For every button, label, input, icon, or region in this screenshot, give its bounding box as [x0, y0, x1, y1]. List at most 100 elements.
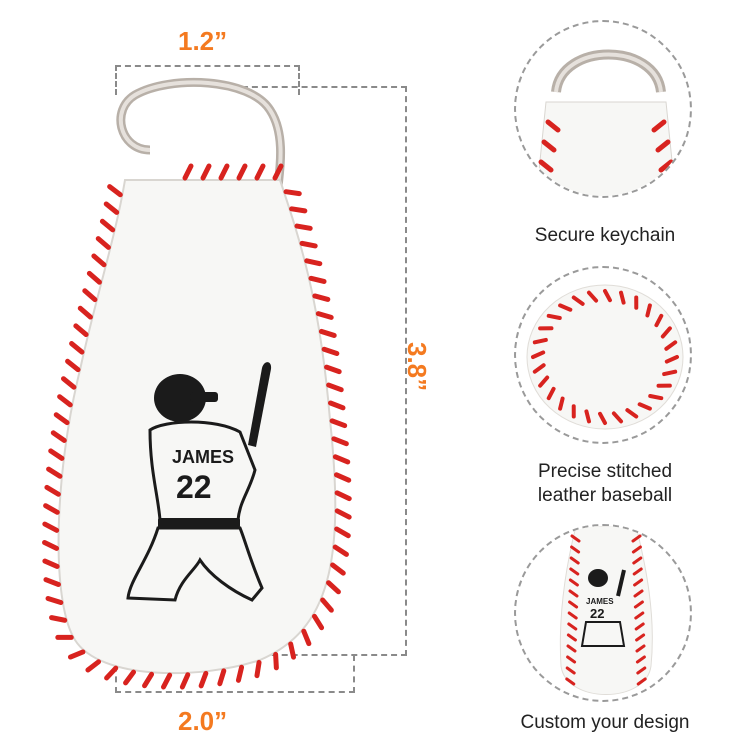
stitch [182, 163, 194, 181]
keychain-ring-closeup [514, 20, 692, 198]
stitch [538, 375, 550, 388]
stitch [330, 562, 346, 576]
stitch [326, 580, 341, 595]
stitch [565, 666, 576, 675]
stitch [95, 236, 111, 250]
stitch [558, 303, 573, 312]
stitch [571, 295, 585, 306]
stitch [567, 622, 578, 631]
stitch [568, 578, 579, 587]
feature-caption-custom: Custom your design [520, 712, 690, 733]
stitch [299, 240, 318, 249]
stitch [42, 558, 60, 569]
stitch [532, 363, 546, 374]
width-dimension-label: 1.2” [178, 26, 228, 56]
stitch [635, 633, 646, 642]
stitch [45, 595, 64, 605]
bottom-width-dimension-label: 2.0” [178, 706, 228, 736]
stitch [49, 615, 68, 623]
stitch [645, 303, 652, 318]
stitch [332, 454, 351, 465]
stitch [236, 163, 248, 181]
stitch [567, 611, 578, 620]
stitch [532, 337, 548, 345]
stitch [334, 490, 352, 502]
stitch [333, 472, 352, 483]
stitch [568, 589, 579, 598]
stitch [546, 313, 562, 321]
stitch [586, 290, 599, 303]
stitch [308, 275, 327, 284]
stitch [73, 323, 89, 338]
stitch [326, 382, 344, 393]
stitch [332, 544, 349, 557]
stitch [85, 659, 102, 673]
stitch [283, 189, 302, 197]
stitch [324, 364, 342, 375]
stitch [82, 288, 98, 303]
stitch [294, 223, 313, 231]
stitch [67, 649, 86, 660]
stitch [633, 578, 644, 587]
stitch [546, 386, 556, 401]
stitch [632, 567, 643, 576]
stitch [611, 411, 624, 424]
red-stitching [42, 163, 352, 690]
stitch [598, 411, 607, 425]
stitch [142, 671, 155, 689]
stitch [304, 258, 323, 267]
feature-caption-keychain: Secure keychain [534, 225, 676, 246]
leather-tag [57, 179, 337, 675]
stitch [69, 341, 85, 355]
stitch [664, 355, 679, 364]
stitch [329, 418, 348, 429]
stitch [566, 655, 577, 664]
stitch [635, 655, 646, 664]
stitch [273, 651, 279, 671]
stitch [272, 163, 284, 181]
stitch [584, 409, 591, 424]
stitch [86, 270, 102, 285]
stitch [570, 534, 581, 543]
custom-player-name: JAMES [586, 597, 614, 606]
stitch [569, 556, 580, 565]
bottom-width-dimension-guide [115, 655, 355, 693]
stitch [664, 340, 678, 351]
stitch [99, 218, 116, 233]
stitch [254, 659, 262, 679]
stitch [648, 393, 664, 401]
stitch [311, 613, 325, 631]
custom-design-closeup: JAMES 22 [514, 524, 692, 702]
stitch [42, 540, 60, 551]
stitch [331, 436, 349, 447]
stitch [312, 293, 331, 302]
player-name: JAMES [172, 447, 234, 467]
stitch [662, 369, 678, 377]
stitch [531, 350, 546, 359]
stitch [631, 534, 642, 543]
stitch [91, 253, 107, 268]
stitch [107, 184, 123, 198]
stitch [301, 628, 312, 647]
stitch [636, 666, 647, 675]
stitch [566, 633, 577, 642]
stitch [43, 503, 60, 515]
stitch [200, 163, 212, 181]
stitch [48, 448, 65, 461]
stitch [288, 641, 297, 660]
stitch [57, 394, 73, 408]
stitch [65, 358, 81, 373]
stitch [235, 664, 245, 683]
stitch [123, 669, 137, 686]
key-ring-icon [116, 77, 286, 198]
stitch [77, 305, 93, 320]
stitch [42, 521, 60, 533]
stitch [635, 644, 646, 653]
stitch [53, 412, 70, 426]
stitching-closeup [514, 266, 692, 444]
stitch [50, 430, 67, 443]
stitch [634, 622, 645, 631]
stitch [633, 600, 644, 609]
stitch [566, 644, 577, 653]
